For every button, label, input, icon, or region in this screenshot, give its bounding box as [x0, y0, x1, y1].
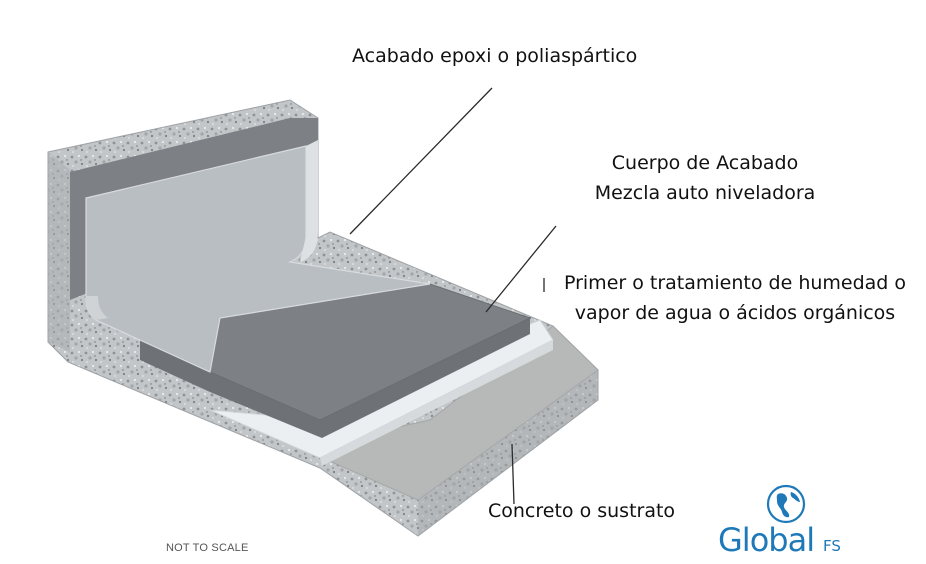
- brand-logo: Global FS: [718, 484, 868, 562]
- label-finish-text: Acabado epoxi o poliaspártico: [352, 45, 638, 67]
- label-concrete-text: Concreto o sustrato: [488, 500, 676, 522]
- concrete-top-surface: [298, 325, 599, 501]
- label-body-layer: Cuerpo de Acabado Mezcla auto niveladora: [580, 148, 830, 208]
- leader-lines: [349, 87, 557, 505]
- label-primer-layer: Primer o tratamiento de humedad o vapor …: [560, 268, 910, 328]
- label-finish-coat: Acabado epoxi o poliaspártico: [352, 41, 637, 71]
- scale-note: NOT TO SCALE: [166, 542, 249, 554]
- leader-line-concrete: [511, 443, 515, 505]
- leader-line-finish: [349, 87, 493, 235]
- label-body-line2: Mezcla auto niveladora: [594, 182, 816, 204]
- label-primer-line1: Primer o tratamiento de humedad o: [563, 272, 907, 294]
- logo-wordmark: Global: [718, 521, 815, 559]
- label-primer-line2: vapor de agua o ácidos orgánicos: [574, 302, 896, 324]
- globe-icon: [766, 484, 806, 524]
- leader-line-body: [485, 225, 557, 313]
- logo-suffix: FS: [823, 537, 841, 555]
- finish-coat: [85, 140, 431, 373]
- label-concrete: Concreto o sustrato: [488, 496, 675, 526]
- label-body-line1: Cuerpo de Acabado: [611, 152, 799, 174]
